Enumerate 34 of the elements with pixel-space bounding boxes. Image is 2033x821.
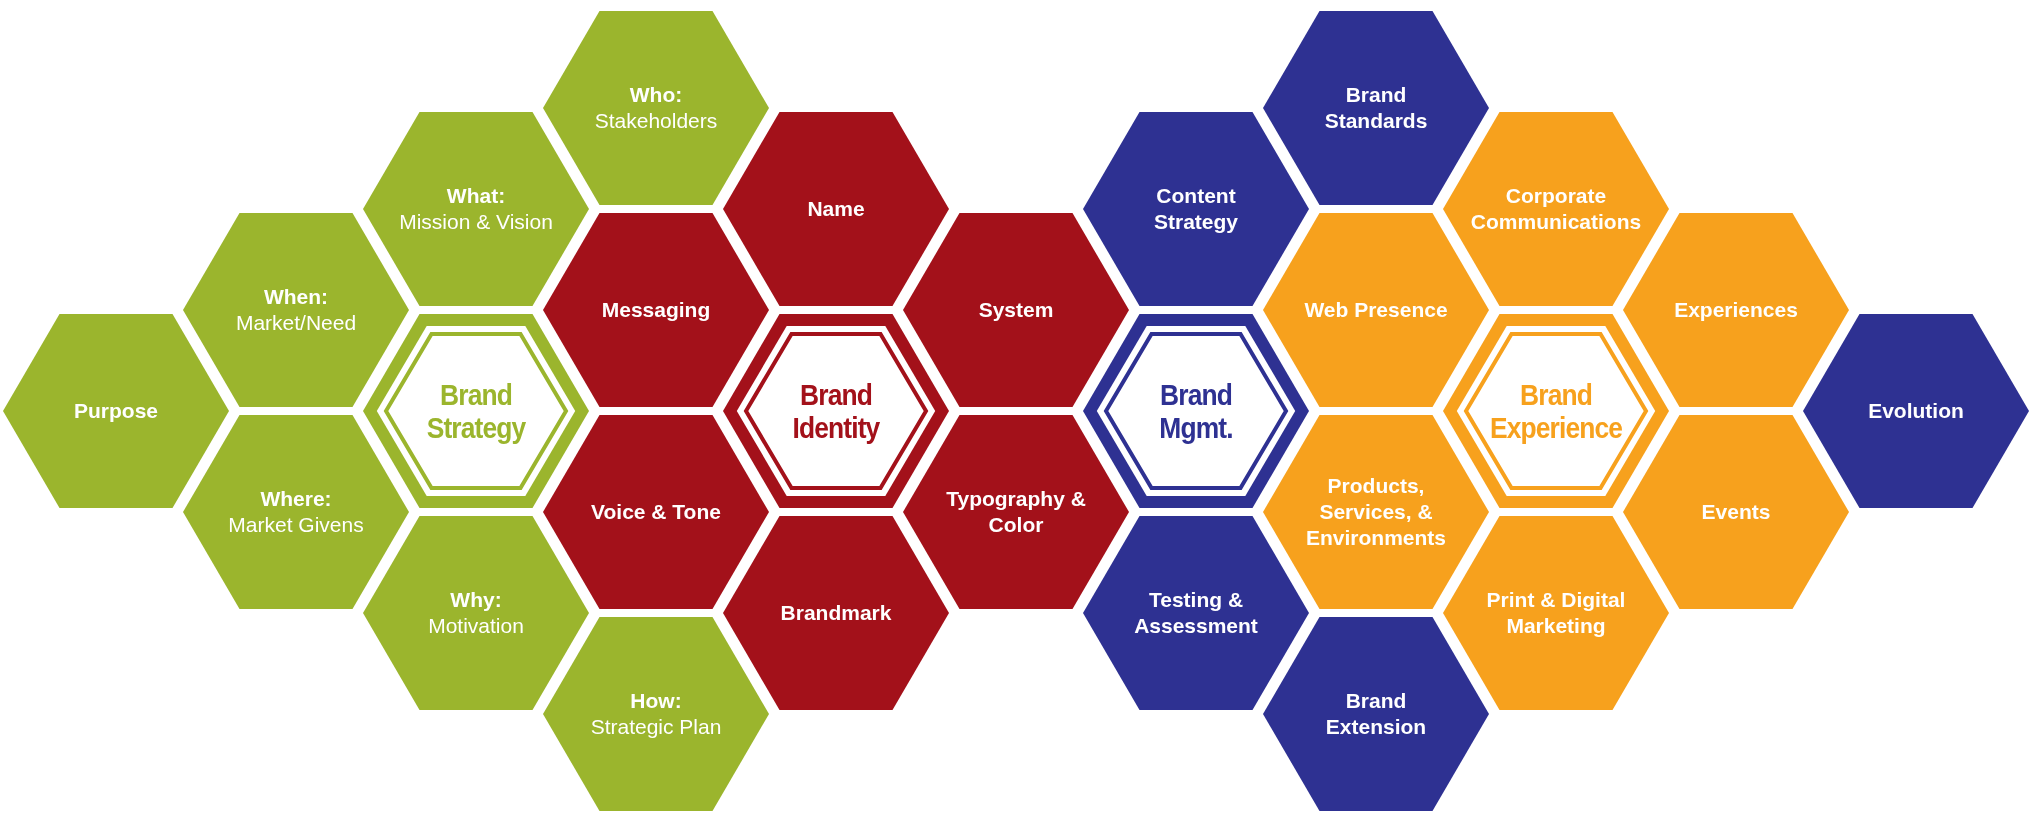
hub-title: Brand Mgmt. xyxy=(1158,378,1234,444)
tile-label: Events xyxy=(1701,498,1771,525)
tile-label: Purpose xyxy=(74,397,158,424)
tile-heading: How: xyxy=(630,687,682,714)
tile-label: Messaging xyxy=(601,296,711,323)
hub-title: Brand Strategy xyxy=(425,378,527,444)
tile-label: Typography & Color xyxy=(945,485,1087,538)
hub-title: Brand Experience xyxy=(1488,378,1624,444)
tile-label: Experiences xyxy=(1674,296,1798,323)
tile-heading: What: xyxy=(446,182,506,209)
tile-text: Stakeholders xyxy=(594,108,718,134)
tile-label: Evolution xyxy=(1868,397,1964,424)
tile-text: Market Givens xyxy=(228,512,364,538)
tile-label: Content Strategy xyxy=(1153,182,1239,235)
tile-label: Brandmark xyxy=(780,599,892,626)
tile-label: Testing & Assessment xyxy=(1133,586,1259,639)
tile-heading: Why: xyxy=(450,586,502,613)
tile-heading: Who: xyxy=(629,81,683,108)
tile-label: Web Presence xyxy=(1304,296,1448,323)
tile-label: Brand Standards xyxy=(1323,81,1429,134)
tile-label: Print & Digital Marketing xyxy=(1485,586,1627,639)
tile-text: Motivation xyxy=(428,613,524,639)
tile-label: Voice & Tone xyxy=(591,498,721,525)
tile-text: Market/Need xyxy=(235,310,357,336)
tile-heading: When: xyxy=(263,283,329,310)
tile-label: Name xyxy=(807,195,865,222)
tile-label: Products, Services, & Environments xyxy=(1305,472,1447,552)
tile-label: Corporate Communications xyxy=(1470,182,1642,235)
tile-text: Strategic Plan xyxy=(590,714,722,740)
tile-text: Mission & Vision xyxy=(399,209,553,235)
tile-label: Brand Extension xyxy=(1324,687,1428,740)
tile-label: System xyxy=(978,296,1054,323)
tile-heading: Where: xyxy=(260,485,332,512)
hub-title: Brand Identity xyxy=(791,378,881,444)
